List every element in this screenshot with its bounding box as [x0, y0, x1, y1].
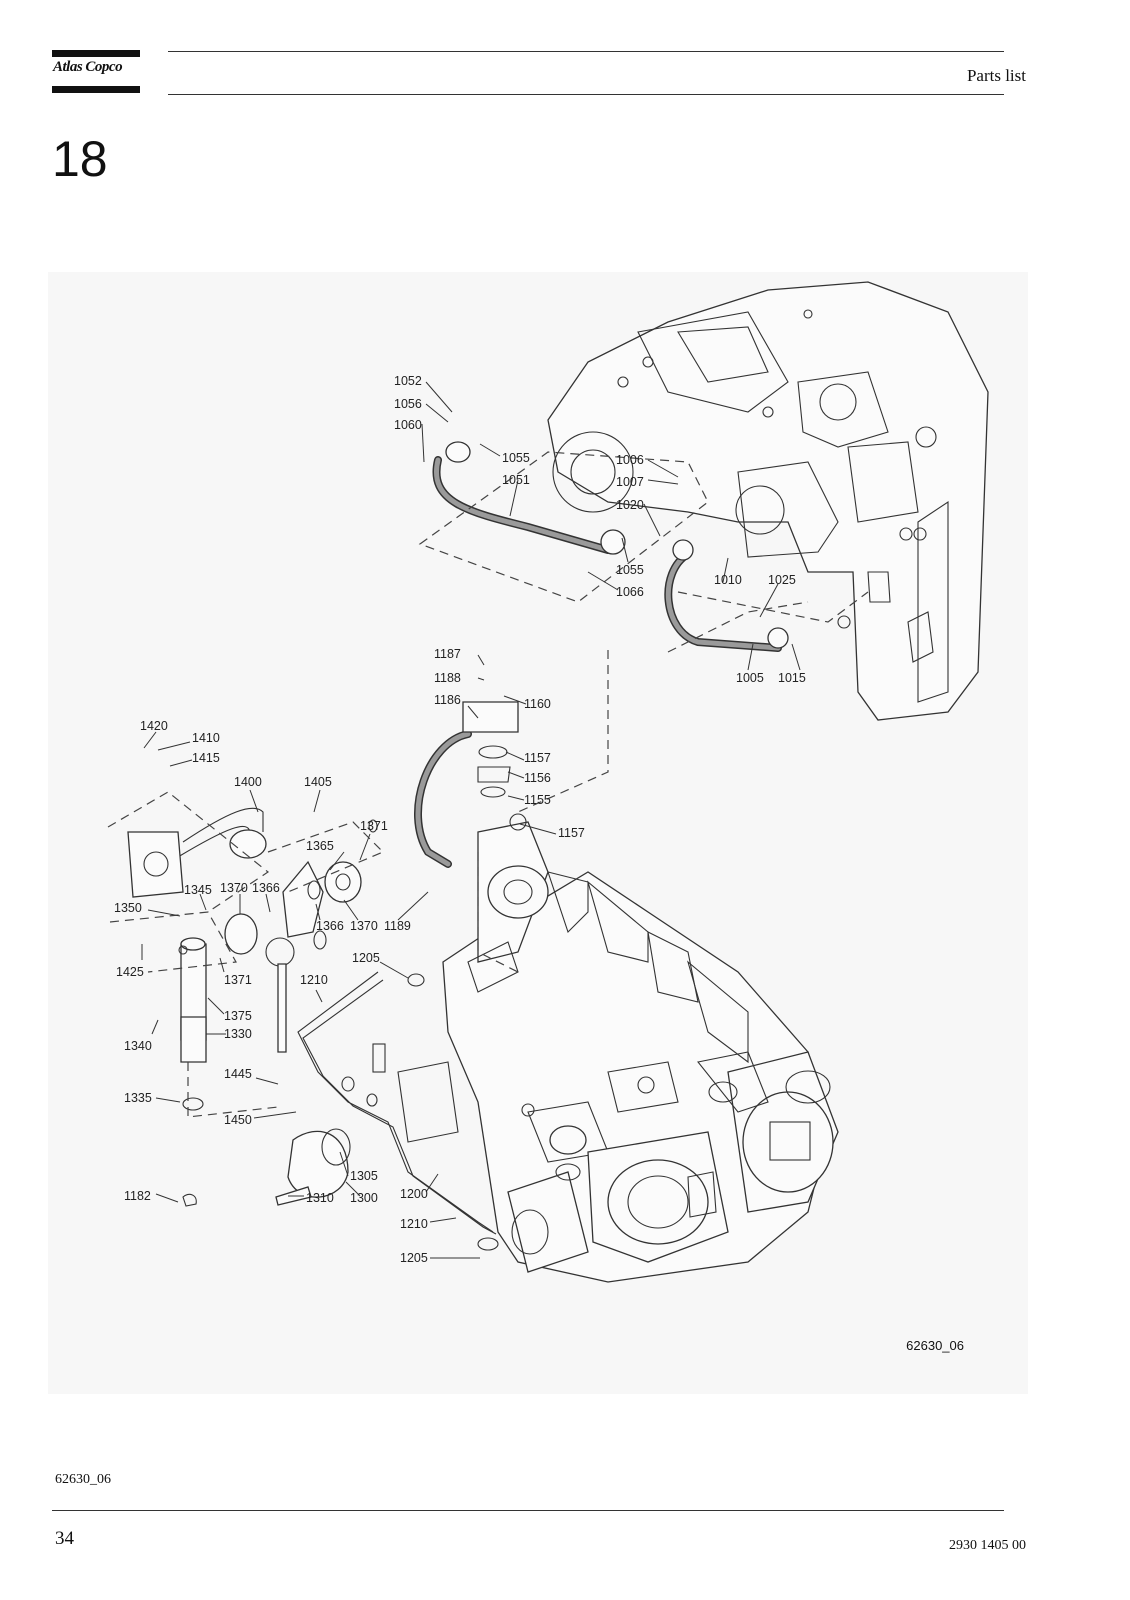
callout-1205-bottom: 1205: [400, 1251, 428, 1265]
callout-1370-left: 1370: [220, 881, 248, 895]
callout-1450: 1450: [224, 1113, 252, 1127]
callout-leader-lines: [141, 381, 801, 1259]
callout-1405: 1405: [304, 775, 332, 789]
callout-1060: 1060: [394, 418, 422, 432]
logo-wordmark: Atlas Copco: [53, 59, 123, 75]
callout-labels: 1052 1056 1060 1055 1051 1006 1007 1020 …: [114, 374, 806, 1265]
diagram-drawing: 1052 1056 1060 1055 1051 1006 1007 1020 …: [107, 281, 989, 1283]
callout-1420: 1420: [140, 719, 168, 733]
small-components: [127, 441, 789, 1251]
callout-1025: 1025: [768, 573, 796, 587]
callout-1052: 1052: [394, 374, 422, 388]
callout-1425: 1425: [116, 965, 144, 979]
callout-1156: 1156: [524, 771, 551, 785]
callout-1055-top: 1055: [502, 451, 530, 465]
callout-1005: 1005: [736, 671, 764, 685]
callout-1188: 1188: [434, 671, 461, 685]
callout-1335: 1335: [124, 1091, 152, 1105]
callout-1445: 1445: [224, 1067, 252, 1081]
callout-1350: 1350: [114, 901, 142, 915]
callout-1055-bottom: 1055: [616, 563, 644, 577]
callout-1160: 1160: [524, 697, 551, 711]
callout-1020: 1020: [616, 498, 644, 512]
callout-1066: 1066: [616, 585, 644, 599]
callout-1410: 1410: [192, 731, 220, 745]
callout-1371-top: 1371: [360, 819, 388, 833]
callout-1015: 1015: [778, 671, 806, 685]
header-bottom-rule: [168, 94, 1004, 95]
atlas-copco-logo: Atlas Copco: [52, 50, 140, 94]
document-number: 2930 1405 00: [949, 1538, 1026, 1553]
lower-compressor-assembly: [372, 821, 839, 1283]
callout-1345: 1345: [184, 883, 212, 897]
callout-1157-top: 1157: [524, 751, 551, 765]
callout-1189: 1189: [384, 919, 411, 933]
callout-1210-bottom: 1210: [400, 1217, 428, 1231]
callout-1300: 1300: [350, 1191, 378, 1205]
callout-1305: 1305: [350, 1169, 378, 1183]
header-top-rule: [168, 51, 1004, 52]
callout-1375: 1375: [224, 1009, 252, 1023]
logo-bottom-bar: [52, 86, 140, 93]
callout-1310: 1310: [306, 1191, 334, 1205]
section-number: 18: [52, 131, 108, 187]
callout-1371-bottom: 1371: [224, 973, 252, 987]
callout-1365: 1365: [306, 839, 334, 853]
callout-1006: 1006: [616, 453, 644, 467]
callout-1010: 1010: [714, 573, 742, 587]
callout-1415: 1415: [192, 751, 220, 765]
callout-1205-top: 1205: [352, 951, 380, 965]
upper-compressor-assembly: [547, 281, 989, 721]
page-number: 34: [55, 1528, 74, 1549]
callout-1200: 1200: [400, 1187, 428, 1201]
exploded-parts-diagram: 1052 1056 1060 1055 1051 1006 1007 1020 …: [48, 272, 1028, 1394]
callout-1056: 1056: [394, 397, 422, 411]
image-reference: 62630_06: [55, 1472, 111, 1487]
callout-1007: 1007: [616, 475, 644, 489]
callout-1366-right: 1366: [316, 919, 344, 933]
callout-1182: 1182: [124, 1189, 151, 1203]
callout-1187: 1187: [434, 647, 461, 661]
callout-1400: 1400: [234, 775, 262, 789]
pipes-and-hoses: [177, 456, 782, 1235]
callout-1340: 1340: [124, 1039, 152, 1053]
callout-1370-right: 1370: [350, 919, 378, 933]
assembly-dash-lines: [107, 451, 869, 1118]
logo-top-bar: [52, 50, 140, 57]
callout-1210-top: 1210: [300, 973, 328, 987]
callout-1155: 1155: [524, 793, 551, 807]
callout-1330: 1330: [224, 1027, 252, 1041]
callout-1366-left: 1366: [252, 881, 280, 895]
callout-1157-bottom: 1157: [558, 826, 585, 840]
figure-code: 62630_06: [906, 1338, 964, 1353]
callout-1051: 1051: [502, 473, 530, 487]
callout-1186: 1186: [434, 693, 461, 707]
footer-rule: [52, 1510, 1004, 1511]
header-title: Parts list: [966, 66, 1026, 85]
